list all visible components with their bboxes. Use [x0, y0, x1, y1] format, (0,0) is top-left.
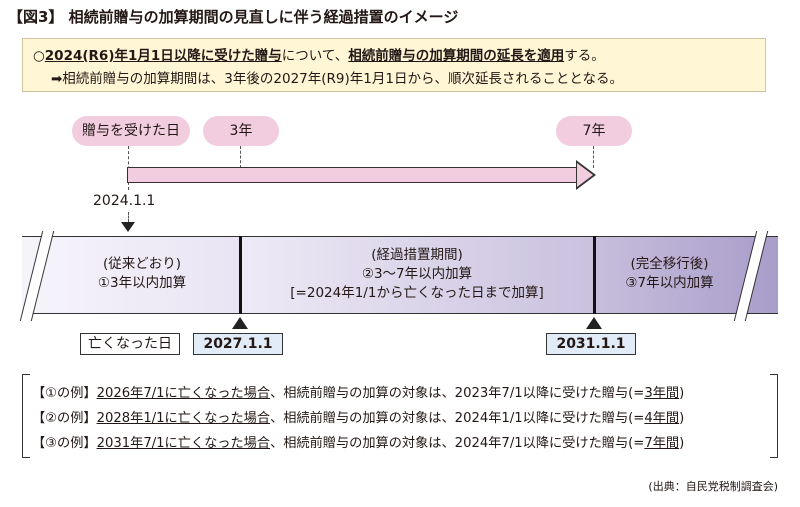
divider-2031: [593, 236, 596, 314]
seven-year-dashed-line: [593, 146, 594, 168]
summary-line-1: ○2024(R6)年1月1日以降に受けた贈与について、相続前贈与の加算期間の延長…: [33, 44, 605, 64]
example-3-mid: 、相続前贈与の加算の対象は、2024年7/1以降に受けた贈与(=: [270, 436, 645, 451]
example-1-mid: 、相続前贈与の加算の対象は、2023年7/1以降に受けた贈与(=: [270, 386, 645, 401]
example-1-end: ): [679, 386, 685, 401]
example-3-end: ): [679, 436, 685, 451]
period-arrow-body: [127, 167, 577, 183]
examples-left-bracket: [22, 374, 30, 458]
period-2-text: (経過措置期間) ②3〜7年以内加算 [=2024年1/1から亡くなった日まで加…: [244, 246, 590, 303]
summary-text-end: する。: [564, 48, 605, 64]
examples-box: 【①の例】2026年7/1に亡くなった場合、相続前贈与の加算の対象は、2023年…: [22, 374, 778, 458]
period-arrow-head-fill: [577, 163, 593, 187]
example-2-mid: 、相続前贈与の加算の対象は、2024年1/1以降に受けた贈与(=: [270, 411, 645, 426]
source-credit: (出典：自民党税制調査会): [648, 480, 778, 493]
period-1-text: (従来どおり) ①3年以内加算: [52, 255, 232, 293]
gift-date-label: 2024.1.1: [93, 193, 156, 209]
summary-bullet: ○: [33, 48, 45, 64]
summary-highlight-gift: 2024(R6)年1月1日以降に受けた贈与: [44, 48, 282, 64]
gift-date-marker: [121, 222, 135, 232]
period-segment-2: [240, 237, 594, 313]
period-3-text: (完全移行後) ③7年以内加算: [597, 255, 742, 293]
death-date-label: 亡くなった日: [80, 333, 180, 355]
example-2-death: 2028年1/1に亡くなった場合: [96, 411, 271, 426]
three-year-pill: 3年: [203, 116, 279, 146]
period-3-rule: ③7年以内加算: [625, 275, 714, 291]
divider-2027: [239, 236, 242, 314]
seven-year-pill: 7年: [556, 116, 632, 146]
marker-2031: [586, 317, 602, 329]
example-row-3: 【③の例】2031年7/1に亡くなった場合、相続前贈与の加算の対象は、2024年…: [32, 432, 684, 451]
gift-date-pill: 贈与を受けた日: [72, 116, 190, 146]
period-2-head: (経過措置期間): [371, 247, 463, 263]
figure-title: 【図3】 相続前贈与の加算期間の見直しに伴う経過措置のイメージ: [8, 8, 459, 26]
example-1-tag: 【①の例】: [32, 386, 97, 401]
example-1-death: 2026年7/1に亡くなった場合: [96, 386, 271, 401]
period-1-head: (従来どおり): [102, 256, 182, 272]
example-3-tag: 【③の例】: [32, 436, 97, 451]
example-row-2: 【②の例】2028年1/1に亡くなった場合、相続前贈与の加算の対象は、2024年…: [32, 407, 684, 426]
date-2031: 2031.1.1: [546, 333, 636, 355]
summary-line-2: ➡相続前贈与の加算期間は、3年後の2027年(R9)年1月1日から、順次延長され…: [51, 71, 624, 87]
example-3-period: 7年間: [644, 436, 680, 451]
summary-box: ○2024(R6)年1月1日以降に受けた贈与について、相続前贈与の加算期間の延長…: [22, 38, 766, 92]
three-year-dashed-line: [240, 146, 241, 168]
period-3-head: (完全移行後): [630, 256, 709, 272]
period-segment-1: [22, 237, 240, 313]
examples-right-bracket: [770, 374, 778, 458]
example-3-death: 2031年7/1に亡くなった場合: [96, 436, 271, 451]
example-1-period: 3年間: [644, 386, 680, 401]
example-2-end: ): [679, 411, 685, 426]
period-2-note: [=2024年1/1から亡くなった日まで加算]: [290, 285, 544, 301]
example-row-1: 【①の例】2026年7/1に亡くなった場合、相続前贈与の加算の対象は、2023年…: [32, 382, 684, 401]
gift-date-dash: [128, 212, 129, 222]
period-band: (従来どおり) ①3年以内加算 (経過措置期間) ②3〜7年以内加算 [=202…: [19, 231, 778, 321]
period-2-rule: ②3〜7年以内加算: [361, 266, 473, 282]
period-1-rule: ①3年以内加算: [97, 275, 187, 291]
summary-highlight-extension: 相続前贈与の加算期間の延長を適用: [348, 48, 565, 64]
example-2-period: 4年間: [644, 411, 680, 426]
date-2027: 2027.1.1: [193, 333, 283, 355]
example-2-tag: 【②の例】: [32, 411, 97, 426]
summary-text: について、: [281, 48, 349, 64]
marker-2027: [232, 317, 248, 329]
